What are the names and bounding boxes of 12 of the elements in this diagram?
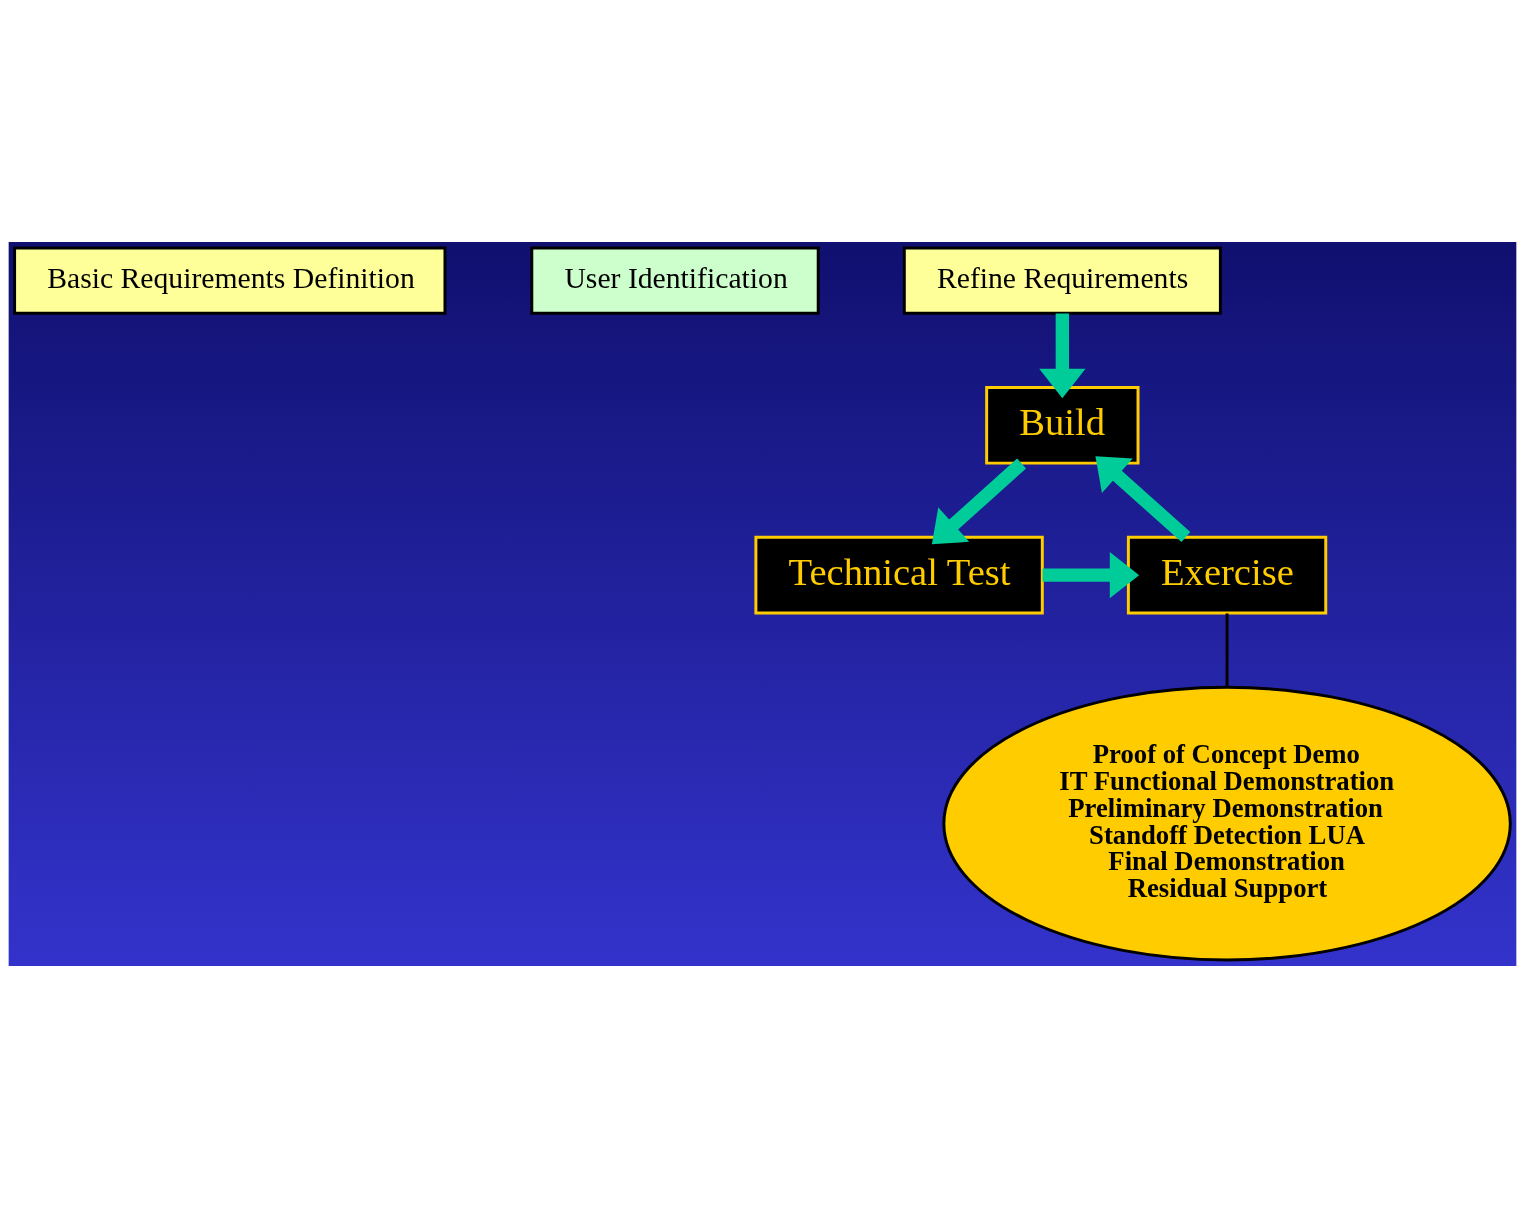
node-box: Build xyxy=(985,385,1140,465)
arrow xyxy=(1095,455,1191,542)
node-box: Basic Requirements Definition xyxy=(13,245,447,315)
arrow xyxy=(1042,551,1140,598)
arrow xyxy=(1039,313,1086,398)
node-box: User Identification xyxy=(530,245,820,315)
node-box: Refine Requirements xyxy=(902,245,1222,315)
node-ellipse: Proof of Concept Demo IT Functional Demonstration Preliminary Demonstration Standoff Detection LUA Final Demonstration Residual Support xyxy=(942,685,1512,961)
node-box: Exercise xyxy=(1126,535,1328,614)
arrow xyxy=(931,458,1027,544)
connector xyxy=(1225,612,1229,687)
node-box: Technical Test xyxy=(754,535,1044,614)
